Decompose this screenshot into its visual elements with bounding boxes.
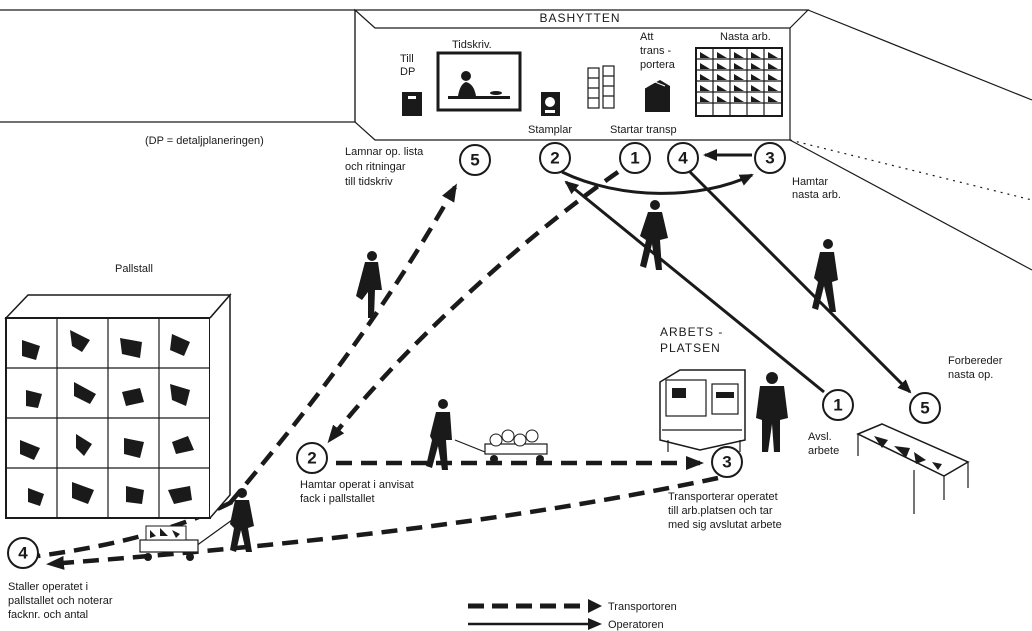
step-top-5: 5 bbox=[459, 144, 491, 176]
walking-person-icon bbox=[426, 399, 452, 470]
svg-text:4: 4 bbox=[18, 544, 28, 563]
dp-note: (DP = detaljplaneringen) bbox=[145, 135, 264, 147]
hamtar-operat-2: fack i pallstallet bbox=[300, 493, 375, 505]
lamnar-2: och ritningar bbox=[345, 161, 406, 173]
desk-clerk-icon bbox=[436, 51, 522, 112]
path-transporter-4-to-5 bbox=[228, 183, 457, 505]
step-top-2: 2 bbox=[539, 142, 571, 174]
hand-truck-icon bbox=[139, 519, 233, 561]
path-operator-1-to-2 bbox=[564, 180, 825, 394]
staller-1: Staller operatet i bbox=[8, 581, 88, 593]
svg-text:2: 2 bbox=[307, 449, 316, 468]
stamplar-label: Stamplar bbox=[528, 124, 572, 136]
pallet-rack-icon bbox=[4, 292, 232, 519]
step-left-4: 4 bbox=[7, 537, 39, 569]
transporterar-1: Transporterar operatet bbox=[668, 491, 778, 503]
step-top-4: 4 bbox=[667, 142, 699, 174]
workbench-icon bbox=[856, 423, 970, 514]
walking-person-icon bbox=[356, 251, 382, 318]
svg-text:2: 2 bbox=[550, 149, 559, 168]
till-dp-label-1: Till bbox=[400, 53, 414, 65]
hamtar-nasta-2: nasta arb. bbox=[792, 189, 841, 201]
transporterar-3: med sig avslutat arbete bbox=[668, 519, 782, 531]
svg-text:1: 1 bbox=[630, 149, 639, 168]
svg-text:1: 1 bbox=[833, 396, 842, 415]
legend: Transportoren Operatoren bbox=[468, 599, 677, 631]
step-right-3: 3 bbox=[711, 446, 743, 478]
arbetsplatsen-2: PLATSEN bbox=[660, 341, 721, 355]
tidskriv-label: Tidskriv. bbox=[452, 39, 492, 51]
att-transportera-1: Att bbox=[640, 31, 653, 43]
path-operator-4-to-5 bbox=[688, 170, 912, 394]
step-right-1: 1 bbox=[822, 389, 854, 421]
hand-truck-icon bbox=[454, 429, 548, 463]
till-dp-label-2: DP bbox=[400, 66, 415, 78]
walking-person-icon bbox=[756, 372, 788, 452]
legend-item-operatoren: Operatoren bbox=[468, 618, 664, 631]
svg-text:5: 5 bbox=[470, 151, 479, 170]
path-operator-2-to-3 bbox=[561, 170, 754, 195]
forbereder-2: nasta op. bbox=[948, 369, 993, 381]
walking-person-icon bbox=[230, 488, 254, 552]
step-right-5: 5 bbox=[909, 392, 941, 424]
step-top-3: 3 bbox=[754, 142, 786, 174]
building-title: BASHYTTEN bbox=[539, 11, 620, 25]
path-transporter-3-to-4 bbox=[46, 475, 719, 570]
hamtar-nasta-1: Hamtar bbox=[792, 176, 828, 188]
pallstall-label: Pallstall bbox=[115, 263, 153, 275]
att-transportera-3: portera bbox=[640, 59, 676, 71]
staller-2: pallstallet och noterar bbox=[8, 595, 113, 607]
step-top-1: 1 bbox=[619, 142, 651, 174]
legend-item-transportoren: Transportoren bbox=[468, 599, 677, 613]
staller-3: facknr. och antal bbox=[8, 609, 88, 621]
transporterar-2: till arb.platsen och tar bbox=[668, 505, 773, 517]
svg-text:4: 4 bbox=[678, 149, 688, 168]
forbereder-1: Forbereder bbox=[948, 355, 1003, 367]
svg-text:3: 3 bbox=[765, 149, 774, 168]
svg-text:5: 5 bbox=[920, 399, 929, 418]
step-left-2: 2 bbox=[296, 442, 328, 474]
avsl-arbete-2: arbete bbox=[808, 445, 839, 457]
lamnar-3: till tidskriv bbox=[345, 176, 393, 188]
arbetsplatsen-1: ARBETS - bbox=[660, 325, 723, 339]
hamtar-operat-1: Hamtar operat i anvisat bbox=[300, 479, 414, 491]
machine-tool-icon bbox=[659, 369, 746, 452]
legend-transportoren-label: Transportoren bbox=[608, 601, 677, 613]
walking-person-icon bbox=[640, 200, 668, 270]
time-clock-icon bbox=[541, 92, 560, 116]
cabinet-icon bbox=[402, 92, 422, 116]
svg-text:3: 3 bbox=[722, 453, 731, 472]
pigeonhole-shelf-icon bbox=[695, 47, 783, 117]
lamnar-1: Lamnar op. lista bbox=[345, 146, 424, 158]
att-transportera-2: trans - bbox=[640, 45, 672, 57]
avsl-arbete-1: Avsl. bbox=[808, 431, 832, 443]
box-icon bbox=[644, 80, 670, 112]
card-rack-icon bbox=[587, 65, 615, 109]
legend-operatoren-label: Operatoren bbox=[608, 619, 664, 631]
nasta-arb-label: Nasta arb. bbox=[720, 31, 771, 43]
building-bashytten: BASHYTTEN Till DP Tidskriv. Stamplar bbox=[0, 8, 1032, 271]
walking-person-icon bbox=[812, 239, 838, 312]
startar-transp-label: Startar transp bbox=[610, 124, 677, 136]
